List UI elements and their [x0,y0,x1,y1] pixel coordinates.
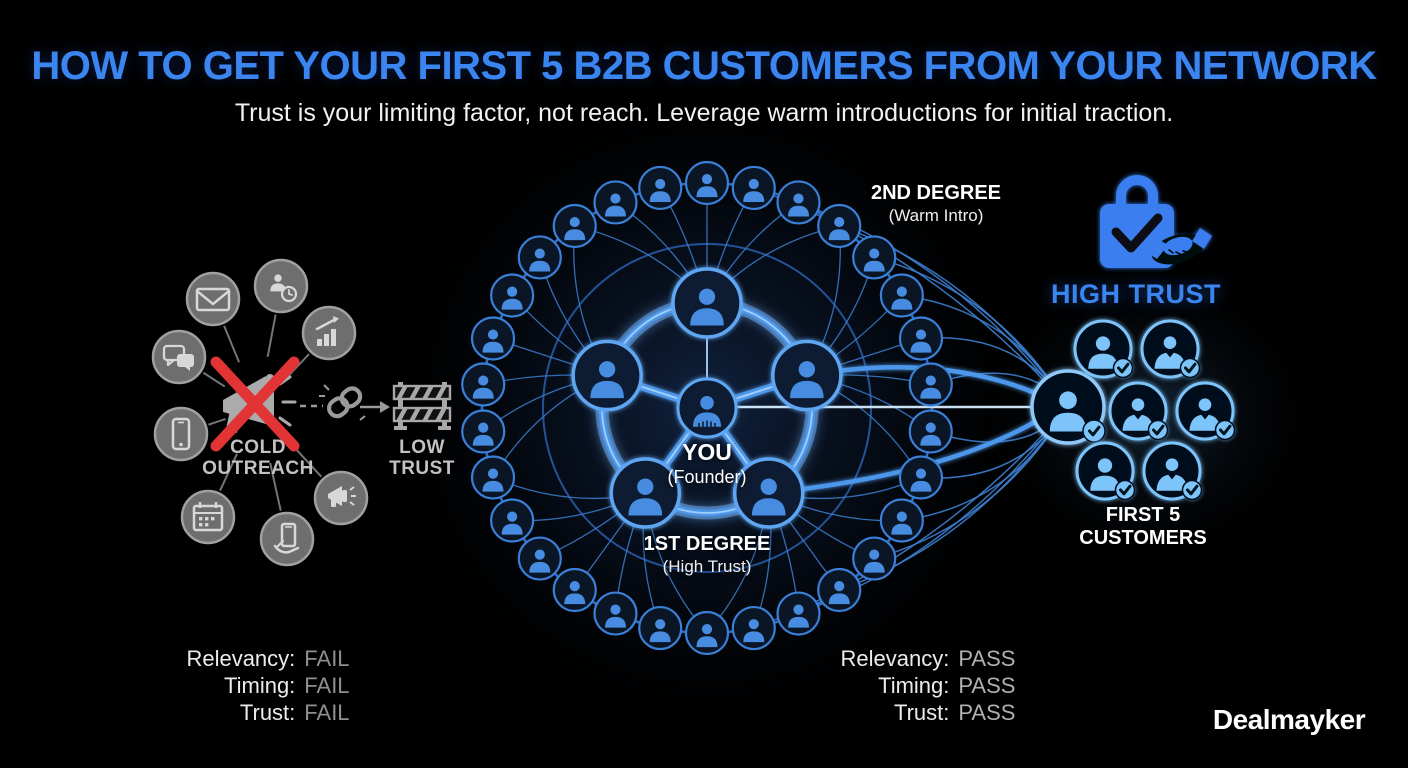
pass-scorecard: Relevancy: PASS Timing: PASS Trust: PASS [841,647,1016,724]
scorecard-row-label: Trust: [239,699,296,725]
smartphone-icon [153,406,209,462]
cold-outreach-label-line2: OUTREACH [202,458,314,480]
second-degree-avatar [552,203,597,249]
cold-outreach-cluster [151,258,452,567]
second-degree-avatar [898,455,944,500]
scorecard-row-value: FAIL [304,646,350,671]
customer-avatar [1075,441,1136,501]
infographic-title: HOW TO GET YOUR FIRST 5 B2B CUSTOMERS FR… [31,44,1377,88]
second-degree-avatar [470,316,516,361]
first-degree-avatar [671,267,743,339]
second-degree-avatar [908,362,953,407]
scorecard-row-label: Timing: [878,672,950,698]
second-degree-avatar [776,180,821,225]
scorecard-row-label: Relevancy: [186,646,296,671]
scorecard-row-value: PASS [958,672,1016,698]
first-degree-label-main: 1ST DEGREE [643,533,771,555]
you-label-main: YOU [682,439,732,465]
first-degree-avatar [571,339,643,412]
high-trust-label: HIGH TRUST [1051,279,1221,309]
first-degree-label: 1ST DEGREE (High Trust) [644,533,771,577]
first-degree-avatar [609,457,682,529]
second-degree-label-sub: (Warm Intro) [888,206,984,225]
second-degree-label-main: 2ND DEGREE [870,182,1002,204]
second-degree-avatar [517,536,562,581]
cold-outreach-label-line1: COLD [230,437,286,458]
second-degree-avatar [817,567,862,613]
first-degree-avatar [732,457,805,529]
scorecard-row-label: Trust: [893,699,950,725]
first-degree-avatar [771,339,843,412]
barrier-icon [392,382,452,430]
cold-outreach-label: COLD OUTREACH [202,437,314,480]
second-degree-avatar [684,610,730,656]
second-degree-avatar [470,455,516,500]
scorecard-row-label: Timing: [223,672,296,698]
brand-logo: Dealmayker [1212,704,1366,735]
customer-hub-avatar [1030,369,1106,445]
second-degree-avatar [593,180,638,225]
second-degree-avatar [879,273,924,318]
first-degree-label-sub: (High Trust) [662,557,752,576]
second-degree-avatar [776,591,821,636]
megaphone-crossed-icon [210,356,300,452]
second-degree-avatar [638,605,683,651]
second-degree-avatar [490,498,535,543]
lock-check-handshake-icon [1100,175,1212,268]
second-degree-avatar [908,409,953,454]
second-degree-avatar [490,273,535,318]
customer-avatar [1108,381,1169,441]
fail-scorecard: Relevancy: FAIL Timing: FAIL Trust: FAIL [186,647,349,724]
customer-avatar [1073,319,1134,379]
scorecard-row-label: Relevancy: [840,646,950,671]
you-avatar [676,377,738,439]
second-degree-avatar [638,165,683,211]
you-label: YOU (Founder) [667,439,746,488]
second-degree-avatar [898,316,944,361]
scorecard-row-value: PASS [958,646,1016,671]
second-degree-avatar [731,605,776,651]
arrow-right-icon [360,401,390,413]
chat-icon [151,329,207,385]
broken-chain-icon [300,384,366,421]
second-degree-avatar [817,203,862,249]
second-degree-avatar [461,409,506,454]
second-degree-avatar [852,235,897,280]
second-degree-avatar [461,362,506,407]
email-icon [185,271,241,327]
first-5-customers-cluster [1030,319,1236,501]
low-trust-label: LOW TRUST [389,437,455,480]
small-megaphone-icon [313,470,369,526]
infographic-subtitle: Trust is your limiting factor, not reach… [234,99,1174,127]
customer-avatar [1140,319,1201,379]
you-label-sub: (Founder) [667,467,747,487]
customer-avatar [1142,441,1203,501]
calendar-icon [180,489,236,545]
network-diagram [461,160,1069,656]
customers-label-line2: CUSTOMERS [1079,527,1207,549]
customer-avatar [1175,381,1236,441]
low-trust-label-line1: LOW [399,437,445,458]
growth-chart-icon [301,305,357,361]
scorecard-row-value: FAIL [304,699,350,725]
scorecard-row-value: FAIL [304,672,350,698]
low-trust-label-line2: TRUST [389,458,455,480]
hand-phone-icon [259,511,315,567]
first-5-customers-label: FIRST 5 CUSTOMERS [1079,504,1206,550]
second-degree-avatar [879,498,924,543]
second-degree-label: 2ND DEGREE (Warm Intro) [871,182,1001,226]
second-degree-avatar [552,567,597,613]
second-degree-avatar [852,536,897,581]
second-degree-avatar [517,235,562,280]
second-degree-avatar [593,591,638,636]
second-degree-avatar [684,160,730,206]
customers-label-line1: FIRST 5 [1105,504,1181,526]
scorecard-row-value: PASS [958,699,1016,725]
user-clock-icon [253,258,309,314]
second-degree-avatar [731,165,776,211]
